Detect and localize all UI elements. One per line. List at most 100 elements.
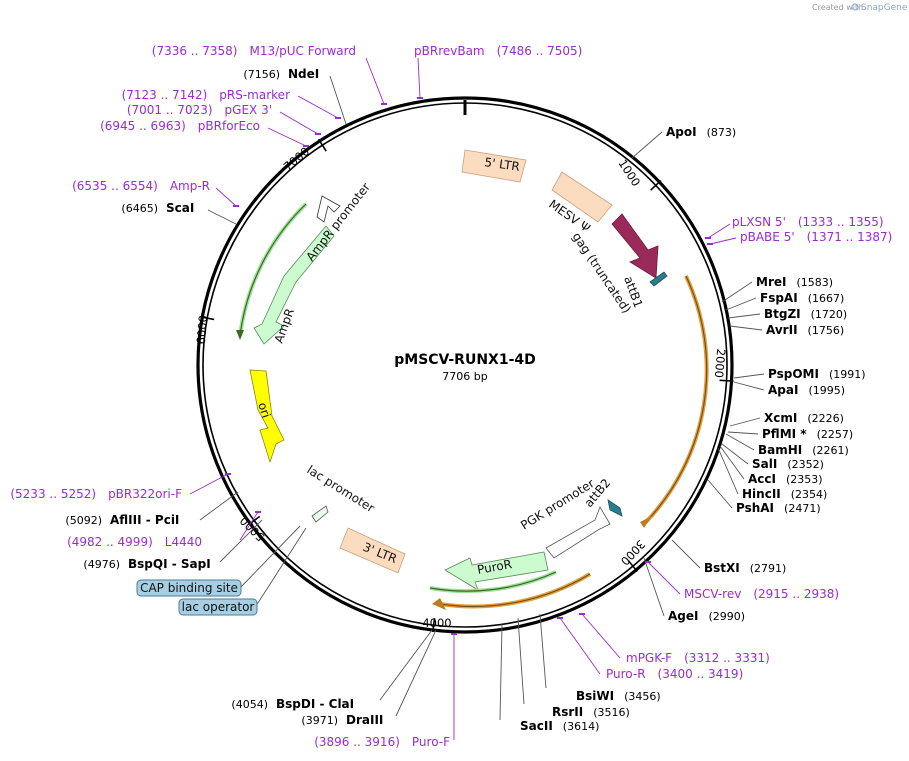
leader-primer-m13-puc-forward [365,57,385,105]
enzyme-pos-rsrii: (3516) [593,706,630,719]
leader-primer-mpgk-f [581,613,621,659]
leader-enzyme-bspdi-clai [379,629,433,701]
enzyme-bstxi: BstXI [704,561,740,575]
feature-mesv [551,171,613,223]
enzyme-pos-btgzi: (1720) [811,308,848,321]
tick-label-4000: 4000 [422,616,451,630]
enzyme-acci: AccI [748,472,776,486]
site-label-cap-binding-site: CAP binding site [140,581,238,595]
leader-enzyme-pspomi [733,373,765,379]
enzyme-apai: ApaI [768,383,798,397]
enzyme-pos-pflmi: (2257) [817,428,854,441]
tick-label-6000: 6000 [194,314,210,344]
primer-puro-f: Puro-F [412,735,450,749]
leader-primer-mscv-rev [647,561,681,595]
primer-range-m13-puc-forward: (7336 .. 7358) [152,44,238,58]
feature-attb2 [607,499,623,517]
leader-enzyme-agei [643,557,665,617]
enzyme-bspqi-sapi: BspQI - SapI [128,557,211,571]
site-box-lac-operator [178,598,258,616]
feature-ori [249,369,285,464]
primer-range-pbrrevbam: (7486 .. 7505) [497,44,583,58]
leader-enzyme-bstxi [671,539,701,569]
leader-primer-puro-r [559,617,601,675]
primer-plxsn-5: pLXSN 5' [732,215,786,229]
leader-enzyme-apoi [631,131,663,159]
primer-range-plxsn-5: (1333 .. 1355) [798,215,884,229]
enzyme-pos-ndei: (7156) [243,68,280,81]
enzyme-pos-fspai: (1667) [808,292,845,305]
enzyme-pos-apoi: (873) [707,126,737,139]
primer-puro-r: Puro-R [606,667,646,681]
enzyme-pspomi: PspOMI [768,367,819,381]
primer-m13-puc-forward: M13/pUC Forward [249,44,356,58]
enzyme-pos-bspqi-sapi: (4976) [83,558,120,571]
orf-arc-right-inner [645,275,708,523]
credit-prefix: Created with [812,3,863,12]
enzyme-pos-xcmi: (2226) [807,412,844,425]
feature-puror [444,551,549,591]
feature-ampr-promoter [316,195,341,223]
enzyme-xcmi: XcmI [764,411,797,425]
feature-5-ltr [461,149,527,183]
ampr-arc-head [236,330,244,340]
primer-range-mpgk-f: (3312 .. 3331) [684,651,770,665]
site-label-lac-operator: lac operator [182,600,255,614]
tick-3000 [627,560,638,573]
enzyme-pos-apai: (1995) [808,384,845,397]
enzyme-pos-scai: (6465) [121,202,158,215]
primer-range-puro-r: (3400 .. 3419) [658,667,744,681]
enzyme-bamhi: BamHI [758,443,802,457]
feature-label-ori: ori [255,401,273,420]
enzyme-pos-pshai: (2471) [784,502,821,515]
leader-enzyme-rsrii [517,617,525,705]
leader-primer-prs-marker [297,95,339,119]
leader-primer-amp-r [215,187,237,207]
leader-primer-pbr322ori-f [189,473,229,495]
primer-range-mscv-rev: (2915 .. 2938) [753,587,839,601]
primer-pbabe-5: pBABE 5' [740,230,795,244]
enzyme-pos-bspdi-clai: (4054) [231,698,268,711]
credit-brand: SnapGene [861,3,908,13]
leader-enzyme-sacii [499,623,503,721]
plasmid-length: 7706 bp [442,370,487,383]
primer-range-pbrforeco: (6945 .. 6963) [100,119,186,133]
leader-enzyme-pshai [707,479,733,509]
tick-2000 [719,379,734,382]
leader-enzyme-avrii [729,325,763,331]
leader-lines [189,57,765,740]
enzyme-scai: ScaI [166,201,194,215]
enzyme-pos-sacii: (3614) [563,720,600,733]
puror-arc-inner [429,571,557,592]
primer-amp-r: Amp-R [170,179,210,193]
enzyme-fspai: FspAI [760,291,798,305]
feature-3-ltr [339,527,406,574]
snapgene-credit: Created with SnapGene [812,3,908,13]
tick-4000 [432,618,436,633]
enzyme-pos-bsiwi: (3456) [624,690,661,703]
primer-range-amp-r: (6535 .. 6554) [72,179,158,193]
enzyme-pshai: PshAI [736,501,774,515]
leader-enzyme-bspqi-sapi [219,519,263,563]
leader-enzyme-fspai [725,297,757,311]
leader-primer-pgex-3 [279,111,319,135]
leader-enzyme-mrei [721,281,753,303]
enzyme-pos-pspomi: (1991) [829,368,866,381]
enzyme-afliii-pcii: AflIII - PciI [110,513,179,527]
enzyme-pos-hincii: (2354) [791,488,828,501]
leader-enzyme-hincii [717,447,739,495]
leader-enzyme-scai [207,209,237,225]
primer-range-pgex-3: (7001 .. 7023) [127,103,213,117]
primer-range-pbr322ori-f: (5233 .. 5252) [10,487,96,501]
enzyme-pos-sali: (2352) [787,458,824,471]
enzyme-pos-avrii: (1756) [808,324,845,337]
feature-label-puror: PuroR [476,557,513,577]
feature-attb1 [649,271,668,287]
enzyme-pflmi: PflMI * [762,427,807,441]
orf-arc-bottom-head [432,598,446,610]
plasmid-name: pMSCV-RUNX1-4D [394,352,536,368]
leader-enzyme-xcmi [729,417,761,427]
leader-enzyme-btgzi [727,313,761,319]
